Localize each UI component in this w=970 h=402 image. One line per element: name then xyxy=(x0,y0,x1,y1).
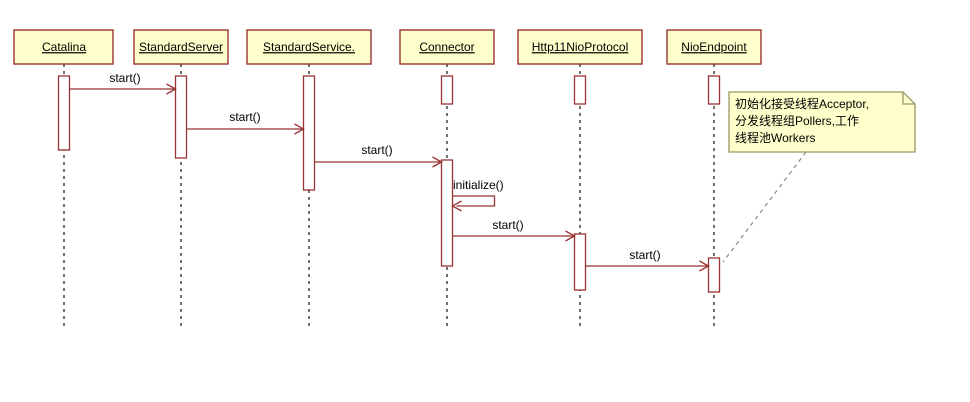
activation-bar-act-connector-stub[interactable] xyxy=(440,75,454,105)
note-fold-corner xyxy=(902,92,915,105)
lifeline-box-http11nioprotocol[interactable] xyxy=(517,29,643,65)
message-arrowhead-msg-2 xyxy=(294,123,305,135)
note-line-1: 分发线程组Pollers,工作 xyxy=(735,113,859,128)
message-layer: start() start() start() initialize() start()… xyxy=(69,71,710,272)
note-anchor-line xyxy=(722,151,807,263)
activation-bar-act-nioendpoint-stub[interactable] xyxy=(707,75,721,105)
activation-bar-act-http11-main[interactable] xyxy=(573,233,587,291)
lifeline-box-standardservice[interactable] xyxy=(246,29,372,65)
activation-bar-act-catalina-main[interactable] xyxy=(57,75,71,151)
note-line-0: 初始化接受线程Acceptor, xyxy=(735,96,869,111)
message-label-msg-1: start() xyxy=(109,71,140,85)
message-arrowhead-msg-5 xyxy=(565,230,576,242)
lifeline-box-catalina[interactable] xyxy=(13,29,114,65)
activation-layer xyxy=(57,75,721,293)
activation-bar-act-nioendpoint-main[interactable] xyxy=(707,257,721,293)
message-arrowhead-msg-4 xyxy=(451,200,462,212)
lifeline-label-connector: Connector xyxy=(419,40,474,54)
activation-bar-act-connector-main[interactable] xyxy=(440,159,454,267)
message-arrowhead-msg-1 xyxy=(166,83,177,95)
message-label-msg-2: start() xyxy=(229,110,260,124)
lifeline-box-standardserver[interactable] xyxy=(133,29,229,65)
message-label-msg-5: start() xyxy=(492,218,523,232)
lifeline-label-catalina: Catalina xyxy=(42,40,86,54)
lifeline-label-nioendpoint: NioEndpoint xyxy=(681,40,747,54)
activation-bar-act-http11-stub[interactable] xyxy=(573,75,587,105)
message-label-msg-3: start() xyxy=(361,143,392,157)
lifeline-label-standardserver: StandardServer xyxy=(139,40,223,54)
lifeline-label-http11nioprotocol: Http11NioProtocol xyxy=(532,40,629,54)
lifeline-box-nioendpoint[interactable] xyxy=(666,29,762,65)
note-line-2: 线程池Workers xyxy=(735,130,815,145)
message-line-msg-4[interactable] xyxy=(452,195,496,207)
lifeline-label-standardservice: StandardService. xyxy=(263,40,355,54)
activation-bar-act-standardserver-main[interactable] xyxy=(174,75,188,159)
lifeline-layer: Catalina StandardServer StandardService. Co… xyxy=(13,29,762,330)
note-body[interactable] xyxy=(728,91,916,153)
note-layer: 初始化接受线程Acceptor, 分发线程组Pollers,工作线程池Worker… xyxy=(722,91,916,263)
message-label-msg-6: start() xyxy=(629,248,660,262)
activation-bar-act-standardservice-main[interactable] xyxy=(302,75,316,191)
message-arrowhead-msg-6 xyxy=(699,260,710,272)
message-label-msg-4: initialize() xyxy=(453,178,504,192)
lifeline-box-connector[interactable] xyxy=(399,29,495,65)
message-arrowhead-msg-3 xyxy=(432,156,443,168)
